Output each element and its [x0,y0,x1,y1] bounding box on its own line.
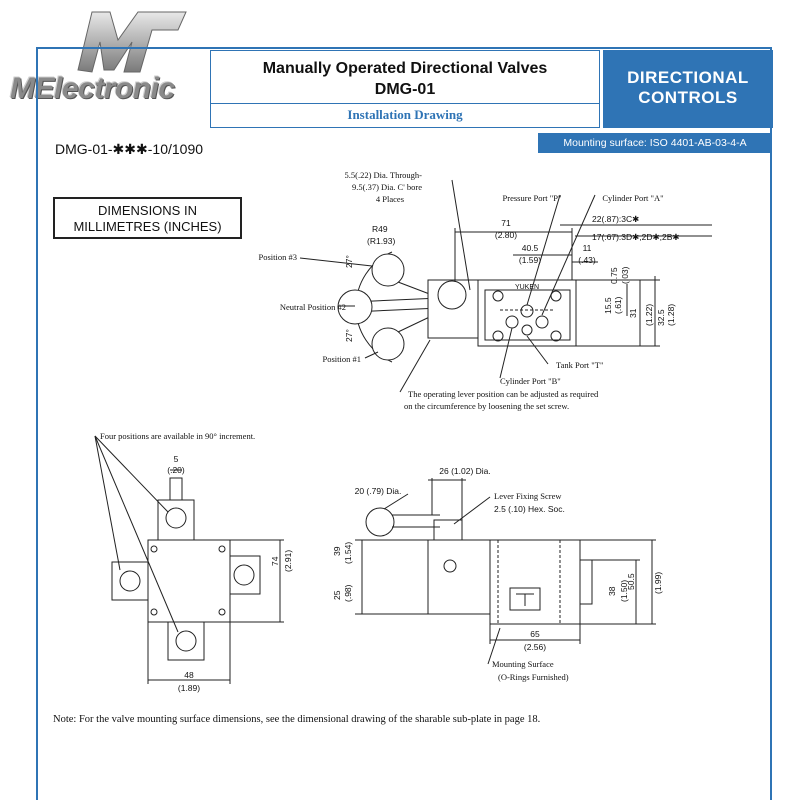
hole-note-1: 5.5(.22) Dia. Through- [344,170,422,180]
t-mark-icon [509,587,541,611]
hole-note-2: 9.5(.37) Dia. C' bore [352,182,422,192]
footnote: Note: For the valve mounting surface dim… [53,714,541,725]
dim-38-in: (1.50) [619,580,629,602]
lever-boss [437,280,467,310]
side-lever-knob [365,507,395,537]
dim-74: 74 [270,556,280,566]
dim-32-5: 32.5 [656,309,666,326]
o-rings-label: (O-Rings Furnished) [498,672,569,682]
dim-22: 22(.87):3C✱ [592,214,639,224]
cylinder-port-a-label: Cylinder Port "A" [602,193,663,203]
category-badge: DIRECTIONAL CONTROLS [603,50,773,128]
dim-71: 71 [501,218,511,228]
dim-40-5: 40.5 [522,243,539,253]
dim-5: 5 [174,454,179,464]
dim-74-in: (2.91) [283,550,293,572]
side-valve-body [489,539,581,625]
position-3-label: Position #3 [259,252,298,262]
lever-knob-neutral [337,289,373,325]
lever-top-position [157,499,195,541]
dim-17: 17(.67):3D✱,2D✱,2B✱ [592,232,680,242]
dim-26: 26 (1.02) Dia. [439,466,491,476]
dim-15-5-in: (.61) [613,296,623,314]
dim-25-in: (.98) [343,584,353,602]
radius-label: R49 [372,224,388,234]
end-view [94,435,284,684]
mounting-surface-bar: Mounting surface: ISO 4401-AB-03-4-A [538,133,772,153]
lever-bottom-position [167,621,205,661]
dim-25: 25 [332,590,342,600]
dim-0-75-in: (.03) [620,266,630,284]
dim-39: 39 [332,546,342,556]
lever-note-2: on the circumference by loosening the se… [404,401,569,411]
side-view [355,478,656,665]
category-line-2: CONTROLS [638,88,738,107]
lever-right-position [229,555,261,595]
model-code: DMG-01-✱✱✱-10/1090 [55,141,204,157]
dim-38: 38 [607,586,617,596]
dim-39-in: (1.54) [343,542,353,564]
cylinder-port-b-label: Cylinder Port "B" [500,376,561,386]
mounting-surface-label: Mounting Surface [492,659,554,669]
dim-48-in: (1.89) [178,683,200,693]
position-1-label: Position #1 [323,354,362,364]
category-line-1: DIRECTIONAL [627,68,749,87]
lever-left-position [111,561,149,601]
dim-15-5: 15.5 [603,297,613,314]
angle-top: 27° [344,255,354,268]
title-divider [211,103,599,104]
dim-31-in: (1.22) [644,304,654,326]
dim-65-in: (2.56) [524,642,546,652]
neutral-position-label: Neutral Position #2 [280,302,346,312]
port-a-icon [535,315,549,329]
title-block: Manually Operated Directional Valves DMG… [210,50,600,128]
tank-port-label: Tank Port "T" [556,360,603,370]
units-box: DIMENSIONS IN MILLIMETRES (INCHES) [53,197,242,239]
mount-hole-icon [550,330,562,342]
lever-screw-label-2: 2.5 (.10) Hex. Soc. [494,504,565,514]
dim-5-in: (.20) [167,465,185,475]
lever-knob-pos1 [371,327,405,361]
mount-hole-icon [550,290,562,302]
dim-65: 65 [530,629,540,639]
units-line-1: DIMENSIONS IN [98,203,197,218]
pressure-port-label: Pressure Port "P" [503,193,562,203]
mount-hole-icon [492,330,504,342]
top-view [299,179,712,393]
dim-20: 20 (.79) Dia. [355,486,402,496]
dim-50-5-in: (1.99) [653,572,663,594]
side-lever-housing [427,539,491,615]
four-positions-note: Four positions are available in 90° incr… [100,431,255,441]
mount-hole-icon [492,290,504,302]
dim-11-in: (.43) [578,255,596,265]
logo-mark-icon [77,11,187,73]
units-line-2: MILLIMETRES (INCHES) [73,219,222,234]
angle-bottom: 27° [344,329,354,342]
end-view-body [147,539,231,623]
dim-32-5-in: (1.28) [666,304,676,326]
lever-screw-label-1: Lever Fixing Screw [494,491,562,501]
dim-31: 31 [628,308,638,318]
hole-note-3: 4 Places [376,194,404,204]
dim-40-5-in: (1.59) [519,255,541,265]
lever-knob-pos3 [371,253,405,287]
page-title: Manually Operated Directional Valves [262,60,548,77]
dim-11: 11 [583,243,592,253]
port-t-icon [521,324,533,336]
dim-48: 48 [184,670,194,680]
dim-0-75: 0.75 [609,267,619,284]
section-subtitle: Installation Drawing [347,107,463,122]
lever-note-1: The operating lever position can be adju… [408,389,599,399]
brand-plate: YUKEN [515,284,539,291]
page-frame [36,47,772,800]
model-title: DMG-01 [374,81,436,98]
radius-label-in: (R1.93) [367,236,396,246]
dim-50-5: 50.5 [626,573,636,590]
dim-71-in: (2.80) [495,230,517,240]
